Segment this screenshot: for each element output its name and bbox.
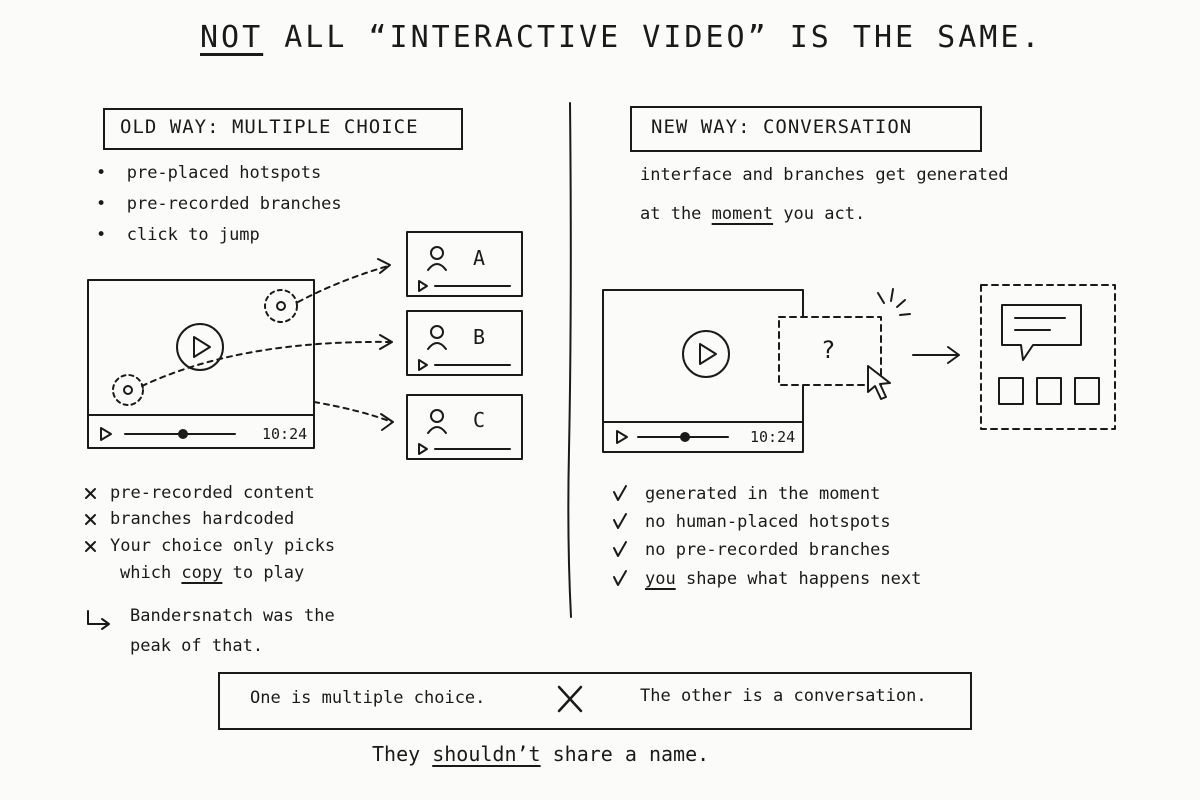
option-square-1 (998, 377, 1024, 405)
check-icon-1 (613, 485, 627, 501)
new-play-button-icon (682, 330, 730, 378)
bandersnatch-note-line2: peak of that. (130, 636, 264, 656)
branch-card-b (406, 310, 523, 376)
new-progress-knob (680, 432, 690, 442)
old-con-1: pre-recorded content (110, 483, 315, 503)
comparison-left: One is multiple choice. (250, 688, 486, 708)
old-bullet-2: • pre-recorded branches (96, 194, 342, 214)
branch-arrow-b (141, 340, 391, 387)
new-way-header: NEW WAY: CONVERSATION (651, 116, 913, 138)
check-icon-4 (613, 570, 627, 586)
new-desc-line2: at the moment you act. (640, 204, 866, 224)
hotspot-icon-bottom (112, 374, 144, 406)
emphasis-copy: copy (181, 563, 223, 583)
branch-label-c: C (473, 408, 486, 432)
generated-question-popup (778, 316, 882, 386)
generated-interface-box (980, 284, 1116, 430)
old-player-time: 10:24 (262, 425, 308, 443)
new-pro-1: generated in the moment (645, 484, 881, 504)
title-emphasis-not: NOT (200, 20, 264, 55)
branch-arrow-c (313, 401, 393, 423)
emphasis-shouldnt: shouldn’t (432, 742, 541, 766)
closing-line: They shouldn’t share a name. (372, 742, 710, 766)
branch-label-a: A (473, 246, 486, 270)
old-progress-knob (178, 429, 188, 439)
cross-icon-2 (85, 514, 96, 525)
check-icon-2 (613, 513, 627, 529)
old-bullet-3: • click to jump (96, 225, 260, 245)
title-rest: ALL “INTERACTIVE VIDEO” IS THE SAME. (263, 20, 1043, 55)
new-pro-3: no pre-recorded branches (645, 540, 891, 560)
person-icon-a (427, 246, 447, 271)
new-pro-2: no human-placed hotspots (645, 512, 891, 532)
cross-icon-1 (85, 488, 96, 499)
comparison-box (218, 672, 972, 730)
hotspot-icon-top (264, 289, 298, 323)
page-title: NOT ALL “INTERACTIVE VIDEO” IS THE SAME. (200, 20, 1042, 55)
cursor-icon (867, 365, 891, 400)
branch-label-b: B (473, 325, 486, 349)
old-play-button-icon (176, 323, 224, 371)
branch-card-a (406, 231, 523, 297)
versus-cross-icon (557, 685, 583, 713)
check-icon-3 (613, 541, 627, 557)
option-square-2 (1036, 377, 1062, 405)
hook-arrow-icon (87, 610, 109, 625)
emphasis-you: you (645, 569, 676, 589)
old-bullet-1: • pre-placed hotspots (96, 163, 322, 183)
old-con-2: branches hardcoded (110, 509, 295, 529)
sparkle-icon (877, 288, 911, 316)
new-pro-4: you shape what happens next (645, 569, 922, 589)
old-way-header: OLD WAY: MULTIPLE CHOICE (120, 116, 419, 138)
center-divider (567, 102, 572, 618)
question-mark: ? (821, 336, 836, 364)
person-icon-b (427, 325, 447, 350)
new-way-header-box (630, 106, 982, 152)
new-control-play-icon (616, 430, 628, 444)
comparison-right: The other is a conversation. (640, 686, 927, 706)
branch-card-c (406, 394, 523, 460)
branch-arrow-a (297, 265, 389, 303)
new-desc-line1: interface and branches get generated (640, 165, 1009, 185)
new-player-time: 10:24 (750, 428, 796, 446)
old-way-header-box (103, 108, 463, 150)
chat-bubble-icon (1001, 304, 1082, 361)
bandersnatch-note-line1: Bandersnatch was the (130, 606, 335, 626)
cross-icon-3 (85, 541, 96, 552)
old-con-3: Your choice only picks (110, 536, 336, 556)
old-control-play-icon (100, 427, 112, 441)
old-con-3-continued: which copy to play (120, 563, 305, 583)
old-video-player (87, 279, 315, 449)
person-icon-c (427, 409, 447, 434)
emphasis-moment: moment (711, 204, 774, 224)
option-square-3 (1074, 377, 1100, 405)
